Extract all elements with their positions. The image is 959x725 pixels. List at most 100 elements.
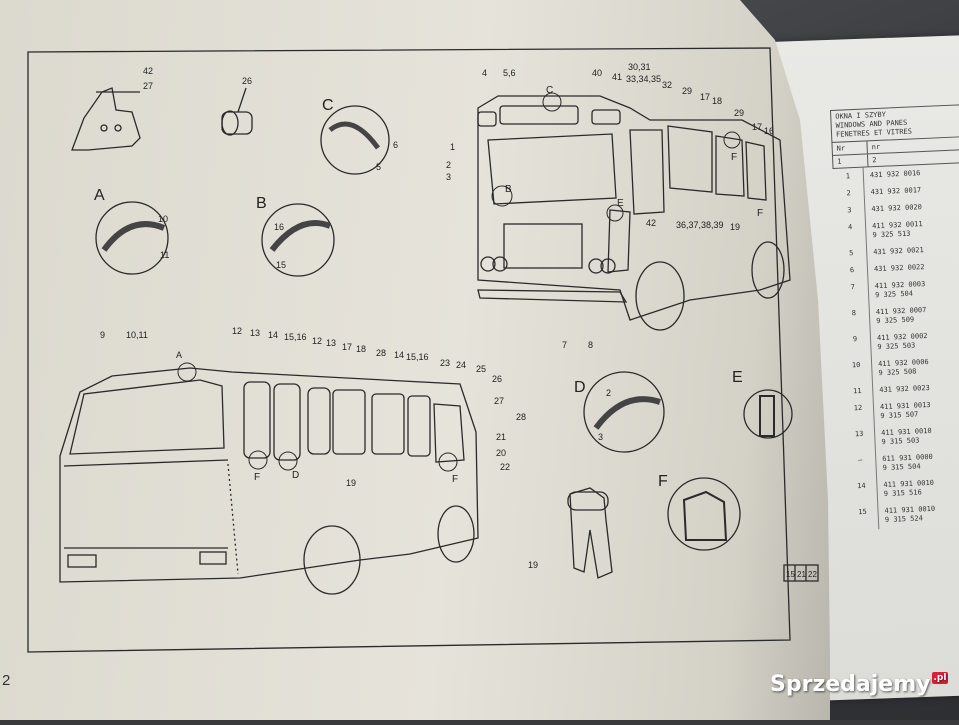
side-label-21: 21 [496, 432, 506, 442]
table-cell-code: 411 932 0011 9 325 513 [871, 220, 923, 240]
front-marker-b: B [505, 184, 512, 195]
detail-f-circle [667, 477, 741, 551]
side-label-9: 9 [100, 330, 105, 340]
side-label-23: 23 [440, 358, 450, 368]
table-cell-pos: 11 [841, 382, 874, 401]
table-cell-pos: 4 [834, 218, 867, 246]
front-label-4: 4 [482, 68, 487, 78]
front-label-29a: 29 [682, 86, 692, 96]
detail-b-part-16: 16 [274, 222, 284, 232]
side-label-14b: 14 [394, 350, 404, 360]
technical-drawing: 42 27 26 19 C 6 5 A 10 11 B 16 15 D 2 3 … [27, 47, 819, 653]
side-label-15-16a: 15,16 [284, 332, 307, 342]
detail-letter-a: A [94, 187, 105, 204]
front-label-40: 40 [592, 68, 602, 78]
side-label-28b: 28 [516, 412, 526, 422]
detail-e-circle [743, 389, 793, 439]
table-cell-pos: 7 [837, 278, 870, 306]
table-cell-code: 411 932 0002 9 325 503 [876, 331, 928, 352]
detail-letter-f: F [658, 473, 668, 490]
table-cell-pos: 5 [835, 244, 868, 263]
side-label-14a: 14 [268, 330, 278, 340]
drawing-frame [27, 47, 791, 653]
table-cell-pos: 13 [843, 425, 876, 453]
front-label-42: 42 [646, 218, 656, 228]
side-label-12b: 12 [312, 336, 322, 346]
side-label-27: 27 [494, 396, 504, 406]
table-cell-pos: 14 [846, 477, 879, 505]
bus-side-view [59, 362, 479, 595]
figure-ref-15: 15 [786, 570, 795, 579]
side-label-10-11: 10,11 [126, 330, 148, 340]
figure-ref-box [783, 564, 819, 582]
front-label-3: 3 [446, 172, 451, 182]
side-marker-d: D [292, 470, 299, 481]
side-label-17: 17 [342, 342, 352, 352]
page-number: 2 [2, 672, 11, 689]
detail-d-part-3: 3 [598, 432, 603, 442]
label-knob-42: 42 [143, 66, 153, 76]
front-label-17a: 17 [700, 92, 710, 102]
knob-part [71, 87, 141, 151]
detail-a-part-10: 10 [158, 214, 168, 224]
table-cell-pos: 6 [836, 261, 869, 280]
door-handle-part [567, 487, 613, 579]
side-label-13a: 13 [250, 328, 260, 338]
detail-a-part-11: 11 [160, 250, 169, 260]
detail-letter-c: C [322, 97, 334, 114]
table-cell-pos: 3 [834, 201, 866, 220]
front-label-5-6: 5,6 [503, 68, 516, 78]
front-label-16: 16 [764, 126, 774, 136]
side-label-22: 22 [500, 462, 510, 472]
figure-ref-22: 22 [808, 570, 817, 579]
front-label-7: 7 [562, 340, 567, 350]
side-label-19: 19 [346, 478, 356, 488]
detail-c-circle [320, 105, 390, 175]
front-label-32: 32 [662, 80, 672, 90]
detail-letter-d: D [574, 379, 586, 396]
front-marker-e: E [617, 198, 624, 209]
detail-a-circle [95, 201, 169, 275]
detail-b-circle [261, 203, 335, 277]
detail-letter-b: B [256, 195, 267, 212]
front-marker-f2: F [757, 208, 763, 219]
front-label-17b: 17 [752, 122, 762, 132]
table-cell-pos: – [844, 451, 878, 479]
front-label-33-35: 33,34,35 [626, 74, 661, 84]
front-label-1: 1 [450, 142, 455, 152]
side-marker-f2: F [452, 474, 458, 485]
table-cell-code: 411 932 0003 9 325 504 [874, 280, 926, 300]
side-label-18: 18 [356, 344, 366, 354]
side-label-28a: 28 [376, 348, 386, 358]
label-knob-27: 27 [143, 81, 153, 91]
table-cell-pos: 2 [833, 184, 866, 203]
front-label-36-39: 36,37,38,39 [676, 220, 724, 230]
table-cell-pos: 15 [847, 503, 880, 531]
table-cell-pos: 10 [840, 356, 873, 384]
watermark: Sprzedajemy.pl [770, 672, 949, 697]
table-cell-code: 411 931 0010 9 315 516 [883, 478, 935, 499]
bolt-part [221, 87, 253, 136]
front-marker-f1: F [731, 152, 737, 163]
label-bolt-26: 26 [242, 76, 252, 86]
table-cell-code: 611 931 0000 9 315 504 [882, 452, 933, 473]
table-cell-pos: 9 [839, 330, 872, 358]
detail-d-circle [583, 371, 665, 453]
detail-d-part-2: 2 [606, 388, 611, 398]
table-cell-code: 411 932 0007 9 325 509 [875, 305, 927, 326]
table-cell-pos: 8 [838, 304, 871, 332]
side-label-20: 20 [496, 448, 506, 458]
parts-table-title: OKNA I SZYBY WINDOWS AND PANES FENETRES … [830, 104, 959, 143]
table-cell-code: 411 932 0006 9 325 508 [877, 357, 929, 378]
side-label-24: 24 [456, 360, 466, 370]
left-page: 42 27 26 19 C 6 5 A 10 11 B 16 15 D 2 3 … [0, 0, 830, 720]
front-label-8: 8 [588, 340, 593, 350]
front-label-19: 19 [730, 222, 740, 232]
side-label-26: 26 [492, 374, 502, 384]
front-label-41: 41 [612, 72, 622, 82]
detail-b-part-15: 15 [276, 260, 286, 270]
table-cell-pos: 1 [832, 167, 865, 186]
front-label-30-31: 30,31 [628, 62, 651, 72]
